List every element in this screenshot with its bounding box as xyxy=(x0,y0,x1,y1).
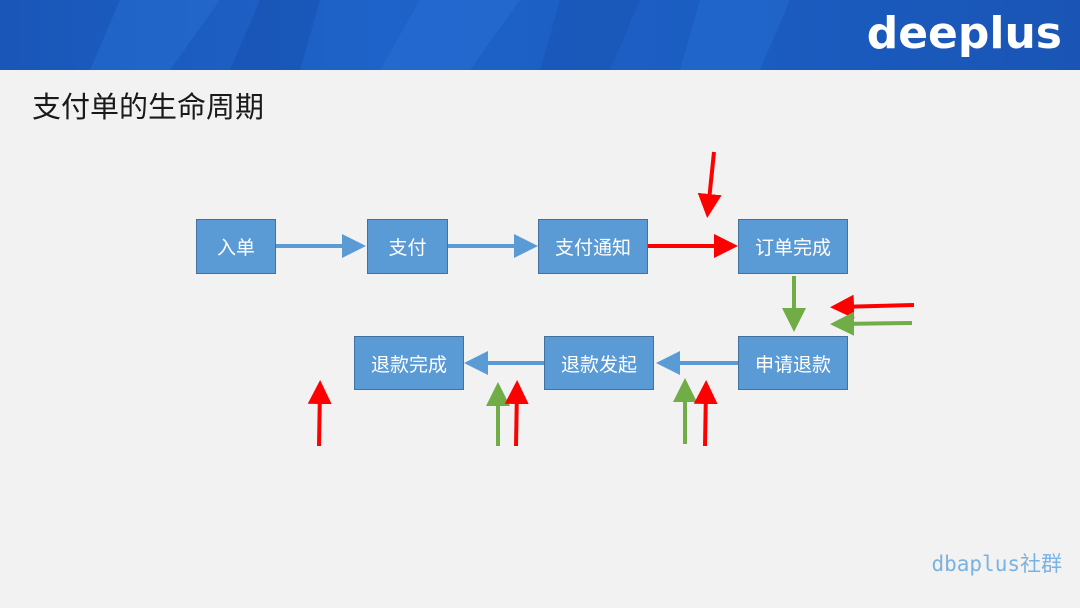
node-n7: 退款完成 xyxy=(354,336,464,390)
red-arrow-up-1 xyxy=(307,380,332,447)
node-n2: 支付 xyxy=(367,219,448,274)
green-arrow-right xyxy=(830,311,913,336)
deeplus-logo: deeplus xyxy=(866,8,1062,59)
red-arrow-right xyxy=(830,294,915,319)
node-n1: 入单 xyxy=(196,219,276,274)
node-n6: 退款发起 xyxy=(544,336,654,390)
banner-decoration xyxy=(90,0,790,70)
header-banner: deeplus xyxy=(0,0,1080,70)
red-arrow-up-3 xyxy=(693,380,718,447)
node-n4: 订单完成 xyxy=(738,219,848,274)
node-n3: 支付通知 xyxy=(538,219,648,274)
red-arrow-into-n4 xyxy=(697,151,722,218)
node-n5: 申请退款 xyxy=(738,336,848,390)
footer-watermark: dbaplus社群 xyxy=(931,552,1062,576)
slide-title: 支付单的生命周期 xyxy=(32,90,265,124)
red-arrow-up-2 xyxy=(504,380,529,447)
